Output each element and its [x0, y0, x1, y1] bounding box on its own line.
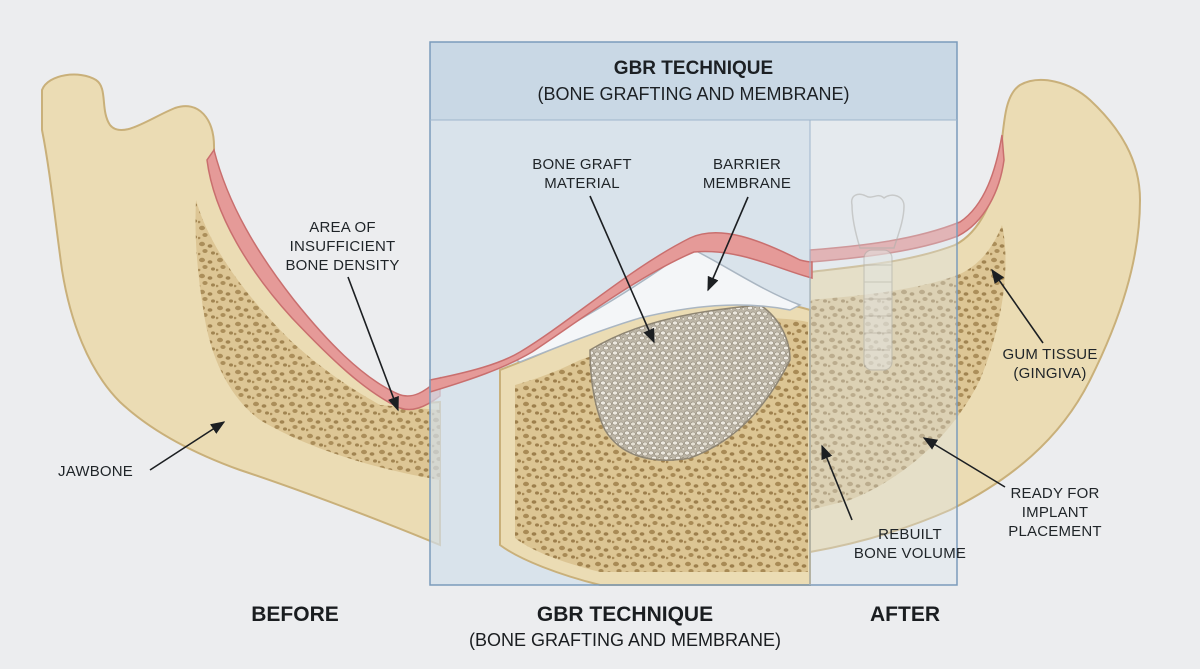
label-rebuilt-bone-volume: REBUILT BONE VOLUME [853, 526, 967, 562]
panel-subtitle: (BONE GRAFTING AND MEMBRANE) [537, 84, 850, 104]
caption-gbr-title: GBR TECHNIQUE [536, 603, 714, 626]
caption-after: AFTER [870, 603, 940, 626]
label-bone-graft-material: BONE GRAFT MATERIAL [532, 156, 632, 192]
implant-icon [850, 193, 905, 371]
leader-lines [149, 195, 1044, 521]
caption-before: BEFORE [251, 603, 339, 626]
label-gum-tissue: GUM TISSUE (GINGIVA) [1002, 346, 1098, 382]
label-insufficient-bone-density: AREA OF INSUFFICIENT BONE DENSITY [285, 219, 400, 274]
panel-title: GBR TECHNIQUE [613, 58, 774, 79]
caption-gbr-subtitle: (BONE GRAFTING AND MEMBRANE) [468, 630, 782, 650]
label-ready-for-implant: READY FOR IMPLANT PLACEMENT [1008, 485, 1102, 540]
label-barrier-membrane: BARRIER MEMBRANE [702, 156, 792, 192]
label-jawbone: JAWBONE [58, 463, 134, 480]
gbr-panel [429, 41, 958, 586]
